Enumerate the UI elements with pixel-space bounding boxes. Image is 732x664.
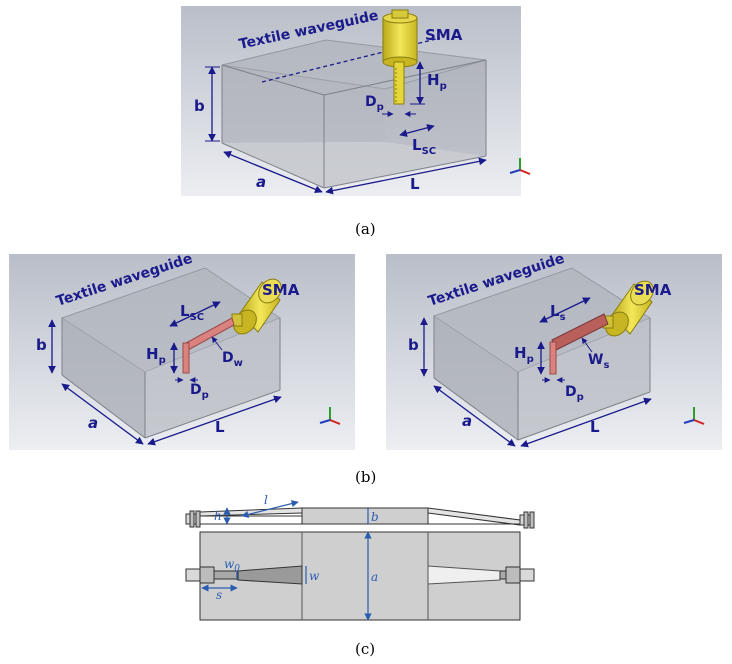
label-Hp: Hp	[427, 71, 447, 92]
panel-b-right: Textile waveguide SMA b a L Ls Hp Dp Ws …	[355, 251, 722, 486]
sma-connector	[231, 278, 282, 335]
box-edge	[323, 59, 487, 96]
top-connector-left	[185, 568, 201, 582]
label-Lsc: LSC	[412, 136, 436, 157]
panel-a: Textile waveguide SMA b a L Hp Dp LSC (a…	[181, 6, 531, 238]
taper-right	[427, 565, 501, 585]
caption-c: (c)	[355, 640, 375, 658]
dim-a	[433, 385, 516, 447]
label-Ls: Ls	[550, 302, 566, 323]
label-L: L	[590, 418, 600, 436]
label-Hp: Hp	[146, 345, 166, 366]
label-s: s	[216, 588, 222, 602]
label-a: a	[371, 570, 378, 584]
label-L: L	[410, 175, 420, 193]
label-a: a	[256, 173, 266, 191]
dim-Ls	[539, 297, 591, 323]
axis-triad-icon	[509, 158, 531, 175]
label-b: b	[36, 336, 47, 354]
dim-Lsc	[169, 301, 221, 327]
dim-a	[223, 151, 323, 193]
dim-Dw	[211, 336, 223, 351]
label-Hp: Hp	[514, 344, 534, 365]
caption-a: (a)	[355, 220, 376, 238]
top-connector-right	[519, 568, 535, 582]
side-view-center-block	[301, 507, 429, 525]
axis-triad-icon	[319, 407, 341, 425]
label-Dp: Dp	[565, 384, 584, 403]
label-a: a	[88, 414, 98, 432]
label-L: L	[215, 418, 225, 436]
label-l: l	[264, 493, 268, 507]
top-dashed-line	[261, 37, 441, 83]
label-h: h	[214, 509, 222, 523]
sma-connector-body	[382, 17, 418, 63]
dim-L	[147, 395, 282, 446]
panel-c: h l b w0 w a s (c)	[185, 493, 535, 658]
label-sma: SMA	[425, 26, 463, 44]
dim-Ws	[581, 337, 593, 353]
dim-Lsc	[399, 124, 435, 137]
label-Dw: Dw	[222, 350, 243, 369]
probe-pin	[393, 61, 405, 105]
label-b: b	[194, 97, 205, 115]
panel-b-left: Textile waveguide SMA b a L LSC Hp Dp Dw	[9, 251, 355, 450]
sma-connector	[602, 280, 654, 337]
label-sma: SMA	[262, 281, 300, 299]
label-b: b	[408, 336, 419, 354]
box-edge	[221, 64, 325, 96]
label-Dp: Dp	[365, 94, 384, 113]
label-a: a	[462, 412, 472, 430]
side-view: h l b	[185, 493, 535, 529]
dim-l	[241, 500, 299, 518]
dim-a	[61, 383, 144, 445]
label-sma: SMA	[634, 281, 672, 299]
label-b: b	[371, 510, 379, 524]
caption-b: (b)	[355, 468, 376, 486]
label-Ws: Ws	[588, 352, 609, 371]
dim-L	[325, 157, 487, 195]
dim-L	[520, 397, 652, 448]
label-Lsc: LSC	[180, 302, 204, 323]
probe-vertical	[182, 342, 190, 374]
sma-connector-cap	[391, 9, 409, 19]
label-Dp: Dp	[190, 382, 209, 401]
label-w0: w0	[224, 557, 240, 574]
box-front-face	[222, 65, 385, 143]
label-w: w	[309, 569, 320, 583]
axis-triad-icon	[683, 407, 705, 425]
probe-vertical	[549, 341, 557, 375]
top-view: w0 w a s	[185, 531, 535, 621]
